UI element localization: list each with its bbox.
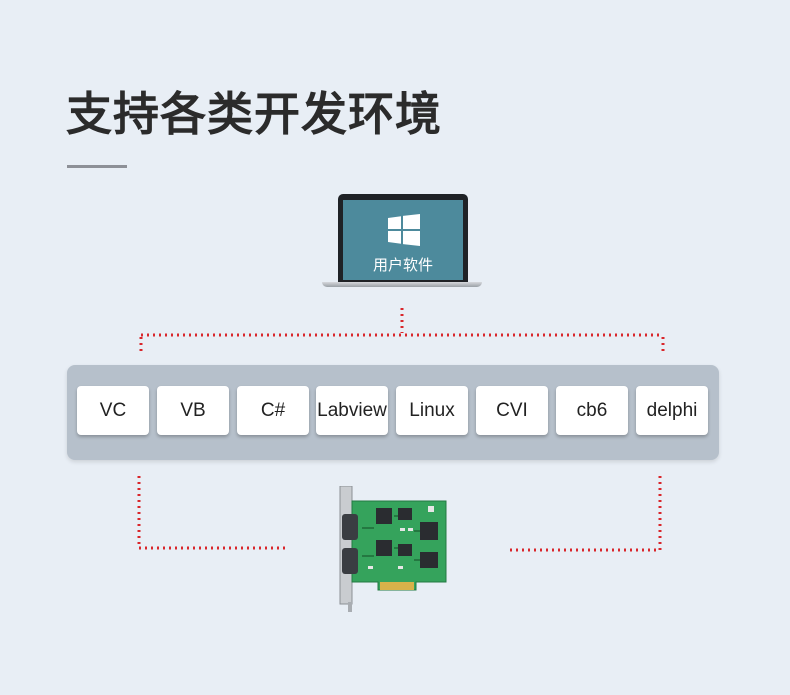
- laptop-base: [322, 282, 482, 287]
- pcie-serial-card-icon: [339, 486, 447, 612]
- env-item-cb6: cb6: [556, 386, 628, 435]
- laptop-lid: 用户软件: [338, 194, 468, 282]
- env-item-linux: Linux: [396, 386, 468, 435]
- env-item-labview: Labview: [316, 386, 388, 435]
- windows-logo-icon: [388, 214, 420, 246]
- env-item-cvi: CVI: [476, 386, 548, 435]
- title-underline: [67, 165, 127, 168]
- laptop-screen: 用户软件: [343, 200, 463, 280]
- env-item-vb: VB: [157, 386, 229, 435]
- software-label: 用户软件: [372, 256, 433, 274]
- env-item-vc: VC: [77, 386, 149, 435]
- laptop: 用户软件: [322, 194, 482, 294]
- page-title: 支持各类开发环境: [66, 87, 442, 141]
- connector-group: [137, 308, 665, 552]
- env-item-delphi: delphi: [636, 386, 708, 435]
- connector-bottom-right: [510, 476, 662, 552]
- connector-bottom-left: [137, 476, 288, 550]
- environment-panel: VC VB C# Labview Linux CVI cb6 delphi: [67, 365, 719, 460]
- env-item-csharp: C#: [237, 386, 309, 435]
